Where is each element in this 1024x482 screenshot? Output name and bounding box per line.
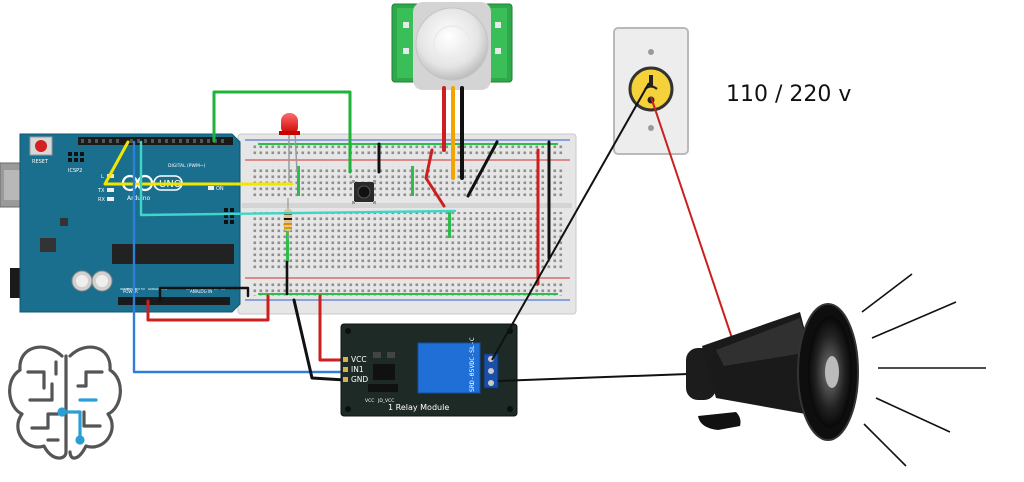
breadboard (237, 133, 577, 315)
wire-red-relay-vcc (318, 294, 347, 362)
rx-led-label: RX (98, 197, 105, 203)
mains-wires (491, 82, 739, 382)
wire-yellow (103, 140, 294, 186)
jumper-vcc-label: VCC (365, 398, 374, 404)
wire-blue (132, 140, 347, 374)
power-pin-label: 5V (141, 287, 146, 291)
l-led-label: L (101, 174, 104, 180)
analog-label: ANALOG IN (190, 289, 212, 294)
wire-black-relay-gnd (292, 298, 347, 382)
tx-led-label: TX (97, 188, 105, 194)
relay-pin-in1-label: IN1 (351, 365, 364, 374)
push-button-icon (352, 180, 376, 204)
icsp2-label: ICSP2 (68, 168, 82, 174)
on-led-label: ON (216, 186, 224, 192)
wire-red-5v (146, 294, 270, 322)
digital-label: DIGITAL (PWM~) (168, 163, 206, 169)
brain-circuit-logo-icon (8, 345, 122, 460)
reset-label: RESET (32, 159, 49, 165)
wall-outlet-icon (613, 27, 689, 155)
reset-button (35, 140, 47, 152)
pir-motion-sensor-icon (391, 2, 513, 90)
wires (103, 86, 551, 382)
relay-pin-gnd-label: GND (351, 375, 368, 384)
relay-part-label: SRD-05VDC-SL-C (468, 337, 476, 392)
wire-black-gnd (158, 286, 250, 303)
wire-green (212, 90, 352, 174)
bottom-power-rail (252, 282, 564, 296)
relay-pin-vcc-label: VCC (351, 355, 367, 364)
power-pin-label: RESET (127, 287, 137, 291)
lower-terminal-strip (252, 212, 564, 270)
upper-terminal-strip (252, 166, 564, 198)
led-icon (279, 113, 300, 182)
wire-black-relay-outlet (491, 82, 650, 361)
digital-header (78, 137, 233, 145)
arduino-brand-label: Arduino (127, 195, 151, 202)
center-channel (242, 203, 572, 208)
jumper-header (368, 384, 398, 392)
power-pin-label: 3V3 (134, 287, 140, 291)
sound-wave-lines (861, 273, 986, 467)
wire-red-outlet-horn (650, 96, 739, 357)
wire-red-pir-vcc (424, 148, 446, 208)
wire-cyan (139, 140, 457, 217)
wire-black-relay-horn (497, 373, 689, 382)
mains-voltage-label: 110 / 220 v (726, 82, 851, 107)
relay-module: VCC IN1 GND VCC JD_VCC SRD-05VDC-SL-C 1 … (340, 323, 518, 417)
power-pin-label: GND (155, 287, 163, 291)
power-label: POWER (123, 289, 138, 294)
jumper-jdvcc-label: JD_VCC (377, 398, 394, 404)
arduino-uno-board: RESET ICSP2 DIGITAL (PWM~) L TX RX (0, 133, 241, 313)
power-pin-label: IOREF (120, 287, 129, 291)
relay-block (417, 342, 481, 394)
power-analog-header (118, 297, 230, 305)
atmega-chip (112, 244, 234, 264)
relay-module-title: 1 Relay Module (388, 403, 449, 412)
power-pin-label: GND (148, 287, 156, 291)
optocoupler (373, 364, 395, 380)
horn-siren-icon (686, 303, 859, 441)
wire-black-pir-gnd (466, 140, 499, 198)
top-power-rail (252, 143, 564, 157)
